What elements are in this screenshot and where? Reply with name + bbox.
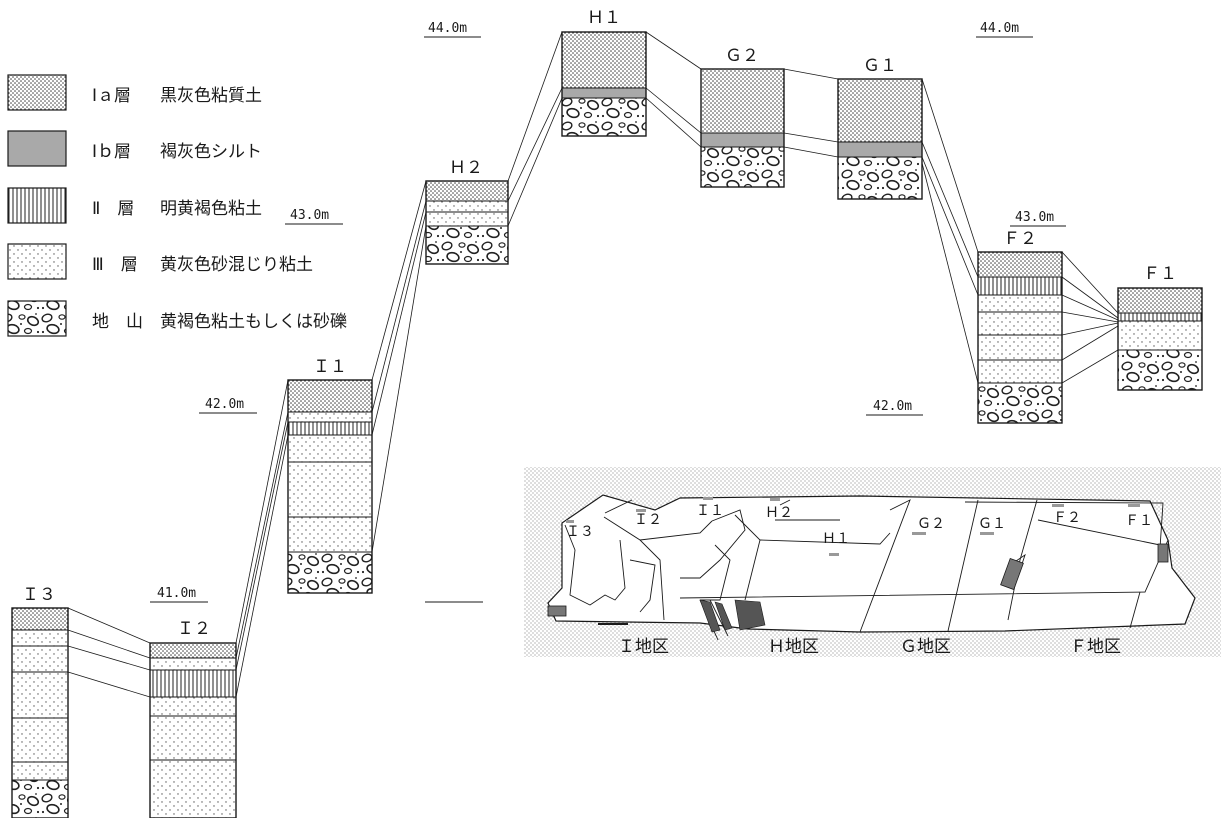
legend: Ⅰａ層 黒灰色粘質土 Ⅰｂ層 褐灰色シルト Ⅱ 層 明黄褐色粘土 Ⅲ 層 黄灰色… (7, 74, 347, 337)
legend-code: 地 山 (92, 312, 143, 332)
legend-item-jiyama: 地 山 黄褐色粘土もしくは砂礫 (7, 300, 347, 337)
legend-desc: 黒灰色粘質土 (160, 86, 262, 106)
legend-swatch-sparse-dots (7, 243, 67, 280)
legend-item-iii: Ⅲ 層 黄灰色砂混じり粘土 (7, 243, 313, 280)
map-point-label: Ｉ３ (566, 524, 594, 540)
elevation-label: 43.0m (290, 208, 329, 223)
column-label: Ｉ２ (177, 619, 211, 639)
map-point-label: Ｆ２ (1053, 510, 1081, 526)
column-label: Ｉ１ (313, 357, 347, 377)
elevation-markers: 44.0m 44.0m 43.0m 43.0m 42.0m 42.0m 41.0… (150, 21, 1066, 603)
column-g1: Ｇ１ (837, 56, 923, 200)
correlation-lines (67, 31, 1119, 698)
legend-swatch-vertical-lines (7, 187, 67, 224)
map-point-label: Ｈ２ (765, 505, 793, 521)
column-f2: Ｆ２ (977, 229, 1063, 424)
district-labels: Ｉ地区 Ｈ地区 Ｇ地区 Ｆ地区 (618, 637, 1121, 657)
column-i2: Ｉ２ (149, 619, 237, 818)
district-label: Ｇ地区 (900, 637, 951, 657)
column-label: Ｈ２ (449, 158, 483, 178)
column-g2: Ｇ２ (700, 46, 785, 188)
legend-code: Ⅱ 層 (92, 199, 134, 219)
map-point-labels: Ｉ３ Ｉ２ Ｉ１ Ｈ２ Ｈ１ Ｇ２ Ｇ１ Ｆ２ Ｆ１ (566, 503, 1153, 547)
legend-code: Ⅲ 層 (92, 255, 138, 275)
column-h1: Ｈ１ (561, 8, 647, 137)
map-point-label: Ｉ２ (634, 512, 662, 528)
elevation-label: 42.0m (205, 397, 244, 412)
column-label: Ｆ２ (1003, 229, 1037, 249)
column-label: Ｇ１ (863, 56, 897, 76)
legend-code: Ⅰａ層 (92, 86, 131, 106)
district-label: Ｈ地区 (768, 637, 819, 657)
location-map: Ｉ３ Ｉ２ Ｉ１ Ｈ２ Ｈ１ Ｇ２ Ｇ１ Ｆ２ Ｆ１ Ｉ地区 Ｈ地区 Ｇ地区 Ｆ… (524, 467, 1221, 657)
map-point-label: Ｈ１ (822, 531, 850, 547)
elevation-label: 43.0m (1015, 210, 1054, 225)
column-f1: Ｆ１ (1117, 264, 1203, 391)
legend-desc: 褐灰色シルト (160, 142, 262, 162)
legend-swatch-gray-fill (7, 130, 67, 167)
elevation-label: 44.0m (428, 21, 467, 36)
map-point-label: Ｉ１ (696, 503, 724, 519)
legend-item-ii: Ⅱ 層 明黄褐色粘土 (7, 187, 262, 224)
legend-desc: 明黄褐色粘土 (160, 199, 262, 219)
legend-item-ib: Ⅰｂ層 褐灰色シルト (7, 130, 262, 167)
legend-desc: 黄灰色砂混じり粘土 (160, 255, 313, 275)
column-label: Ｈ１ (587, 8, 621, 28)
elevation-label: 44.0m (980, 21, 1019, 36)
map-point-label: Ｇ１ (978, 516, 1006, 532)
column-i3: Ｉ３ (11, 585, 69, 818)
legend-swatch-gravel (7, 300, 67, 337)
legend-desc: 黄褐色粘土もしくは砂礫 (160, 312, 347, 332)
elevation-label: 42.0m (873, 399, 912, 414)
legend-item-ia: Ⅰａ層 黒灰色粘質土 (7, 74, 262, 111)
column-i1: Ｉ１ (287, 357, 373, 594)
column-label: Ｇ２ (725, 46, 759, 66)
legend-code: Ⅰｂ層 (92, 142, 131, 162)
district-label: Ｆ地区 (1070, 637, 1121, 657)
column-label: Ｆ１ (1143, 264, 1177, 284)
district-label: Ｉ地区 (618, 637, 669, 657)
elevation-label: 41.0m (157, 586, 196, 601)
map-point-label: Ｇ２ (917, 516, 945, 532)
column-h2: Ｈ２ (425, 158, 509, 265)
legend-swatch-dense-dots (7, 74, 67, 111)
map-point-label: Ｆ１ (1125, 513, 1153, 529)
column-label: Ｉ３ (22, 585, 56, 605)
